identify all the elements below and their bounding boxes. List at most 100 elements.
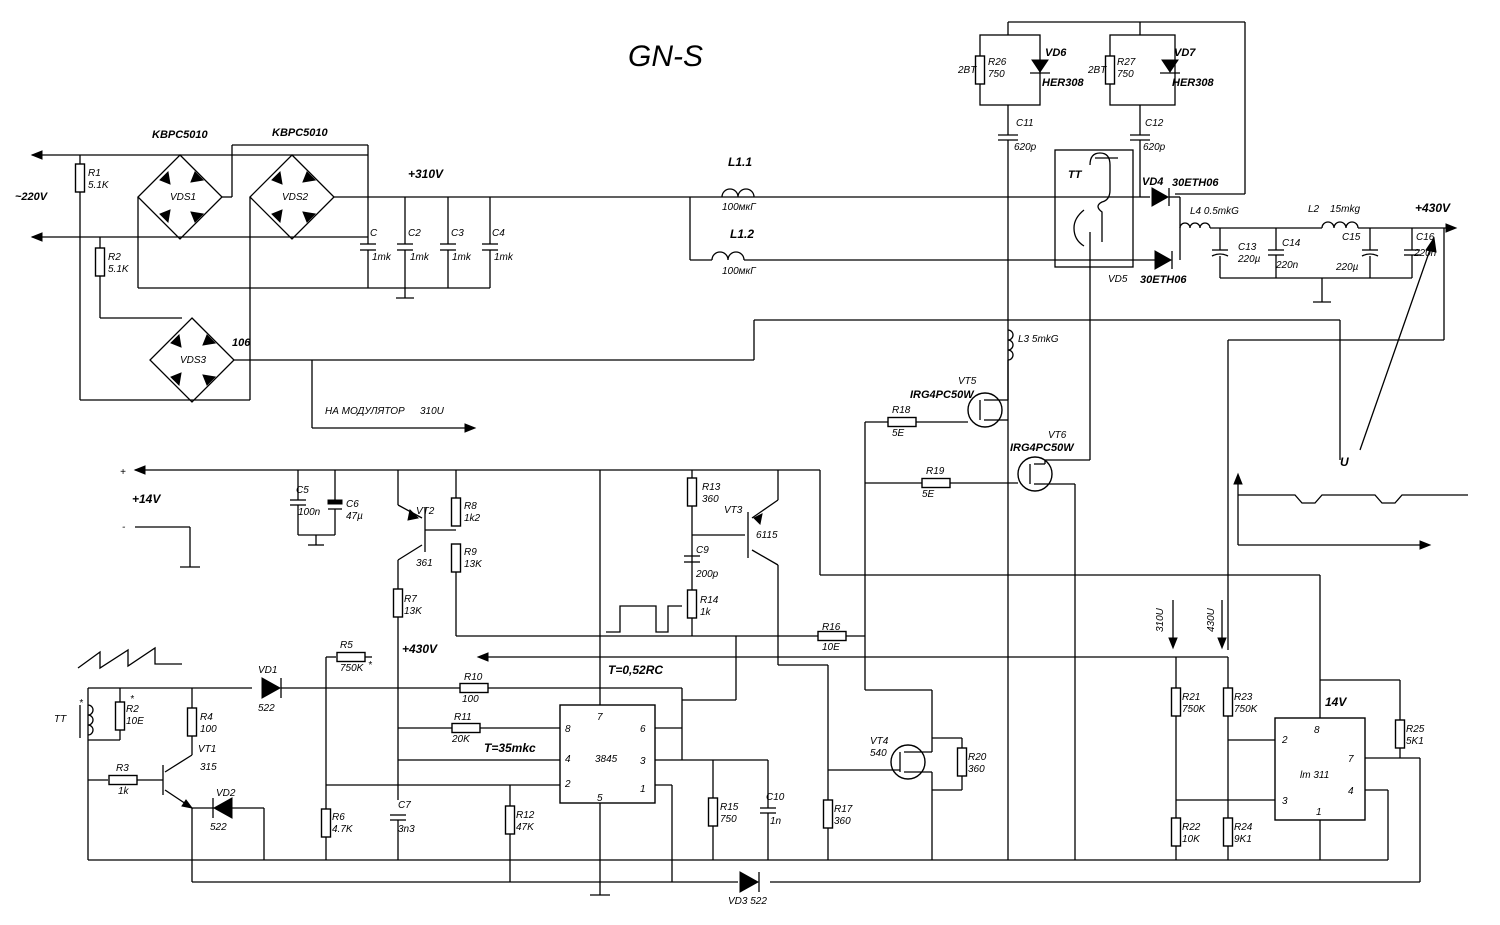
diode-vd4: VD4 30ETH06 <box>1140 176 1219 260</box>
svg-text:4.7K: 4.7K <box>332 824 354 835</box>
svg-text:1mk: 1mk <box>410 252 430 263</box>
svg-text:C6: C6 <box>346 499 359 510</box>
svg-text:R14: R14 <box>700 595 719 606</box>
svg-text:620p: 620p <box>1014 142 1037 153</box>
resistor-r2: R2 5.1K <box>94 247 130 277</box>
svg-text:522: 522 <box>210 822 227 833</box>
capacitor-c3: C3 1mk <box>440 197 472 288</box>
svg-text:9K1: 9K1 <box>1234 834 1252 845</box>
svg-text:106: 106 <box>232 337 251 349</box>
svg-text:1mk: 1mk <box>452 252 472 263</box>
svg-text:R16: R16 <box>822 622 841 633</box>
svg-text:C11: C11 <box>1016 118 1034 129</box>
svg-text:8: 8 <box>1314 725 1320 736</box>
svg-text:C4: C4 <box>492 228 505 239</box>
svg-text:1: 1 <box>1316 807 1322 818</box>
diode-vd2: VD2 522 <box>192 788 265 860</box>
svg-text:L1.1: L1.1 <box>728 155 752 169</box>
ic-3845: 3845 8 7 6 4 3 2 5 1 T=0,52RC T=35mkc <box>326 470 768 896</box>
svg-text:R13: R13 <box>702 482 721 493</box>
capacitor-c7: C7 3n3 <box>390 800 415 860</box>
svg-text:R23: R23 <box>1234 692 1253 703</box>
svg-text:2: 2 <box>1281 735 1288 746</box>
svg-text:C14: C14 <box>1282 238 1301 249</box>
svg-text:R24: R24 <box>1234 822 1253 833</box>
capacitor-c10: C10 1n <box>760 760 785 860</box>
svg-text:361: 361 <box>416 558 433 569</box>
resistor-r6: R6 4.7K <box>320 808 354 838</box>
svg-text:HER308: HER308 <box>1172 77 1214 89</box>
svg-text:2BT: 2BT <box>957 65 977 76</box>
svg-text:lm 311: lm 311 <box>1300 770 1329 781</box>
svg-text:1: 1 <box>640 784 646 795</box>
svg-text:360: 360 <box>968 764 985 775</box>
svg-text:R8: R8 <box>464 501 477 512</box>
formula-t: T=35mkc <box>484 741 536 755</box>
svg-text:*: * <box>130 694 135 705</box>
svg-text:VD6: VD6 <box>1045 47 1067 59</box>
current-sense: TT * * R2 10E <box>54 646 252 860</box>
resistor-r15: R15 750 <box>707 760 739 860</box>
rail-14v: + +14V - <box>120 465 1321 720</box>
svg-text:6115: 6115 <box>756 530 778 541</box>
output-filter: L4 0.5mkG L2 15mkg +430V C13 220µ C14 22… <box>1179 201 1458 650</box>
resistor-r9: R9 13K <box>450 543 818 637</box>
svg-text:5.1K: 5.1K <box>88 180 110 191</box>
svg-text:360: 360 <box>702 494 719 505</box>
bridge-vds2: VDS2 KBPC5010 <box>137 127 369 400</box>
mains-voltage-label: ~220V <box>15 191 49 203</box>
svg-text:VD2: VD2 <box>216 788 236 799</box>
transistor-vt6: VT6 IRG4PC50W <box>1010 430 1076 860</box>
svg-text:R26: R26 <box>988 57 1007 68</box>
svg-text:1mk: 1mk <box>494 252 514 263</box>
svg-text:VT1: VT1 <box>198 744 216 755</box>
svg-text:L4 0.5mkG: L4 0.5mkG <box>1190 206 1239 217</box>
resistor-r16: R16 10E <box>817 622 865 653</box>
resistor-r3: R3 1k <box>88 763 163 797</box>
waveform-output <box>1233 472 1468 550</box>
capacitor-c4: C4 1mk <box>482 197 514 288</box>
svg-text:R3: R3 <box>116 763 129 774</box>
resistor-r4: R4 100 <box>186 688 217 750</box>
transformer-tt: TT <box>1045 149 1134 461</box>
resistor-r8: R8 1k2 <box>450 470 481 527</box>
svg-text:VT4: VT4 <box>870 736 889 747</box>
svg-text:220µ: 220µ <box>1237 254 1261 265</box>
svg-text:6: 6 <box>640 724 646 735</box>
svg-text:15mkg: 15mkg <box>1330 204 1360 215</box>
svg-text:540: 540 <box>870 748 887 759</box>
formula-rc: T=0,52RC <box>608 663 663 677</box>
svg-text:L2: L2 <box>1308 204 1320 215</box>
svg-text:R19: R19 <box>926 466 945 477</box>
svg-text:430U: 430U <box>1206 607 1217 632</box>
svg-text:100n: 100n <box>298 507 321 518</box>
svg-text:620p: 620p <box>1143 142 1166 153</box>
ground-bus <box>88 859 1420 883</box>
capacitor-c6: C6 47µ <box>298 470 363 546</box>
svg-text:VD7: VD7 <box>1174 47 1196 59</box>
svg-text:VT3: VT3 <box>724 505 743 516</box>
modulator-voltage: 310U <box>420 406 445 417</box>
probe-u: U <box>1340 236 1437 469</box>
svg-text:C10: C10 <box>766 792 785 803</box>
bridge-vds3: VDS3 106 НА МОДУЛЯТОР 310U <box>149 317 1341 460</box>
svg-text:1n: 1n <box>770 816 782 827</box>
svg-text:VT2: VT2 <box>416 506 435 517</box>
svg-text:R4: R4 <box>200 712 213 723</box>
waveform-pulse <box>606 605 682 633</box>
schematic-title: GN-S <box>628 40 703 73</box>
svg-text:10E: 10E <box>822 642 840 653</box>
transistor-vt1: VT1 315 <box>162 744 217 882</box>
capacitor-c2: C2 1mk <box>397 197 430 288</box>
svg-text:+14V: +14V <box>132 492 161 506</box>
snubber-right: 2BT R27 750 VD7 HER308 C12 620p <box>1087 22 1246 197</box>
svg-text:3845: 3845 <box>595 754 618 765</box>
svg-text:100: 100 <box>200 724 217 735</box>
svg-text:C7: C7 <box>398 800 411 811</box>
svg-text:VDS1: VDS1 <box>170 192 196 203</box>
svg-text:R1: R1 <box>88 168 101 179</box>
svg-text:100мкГ: 100мкГ <box>722 202 757 213</box>
rail-310v: +310V <box>138 167 1140 299</box>
svg-text:+430V: +430V <box>402 642 438 656</box>
